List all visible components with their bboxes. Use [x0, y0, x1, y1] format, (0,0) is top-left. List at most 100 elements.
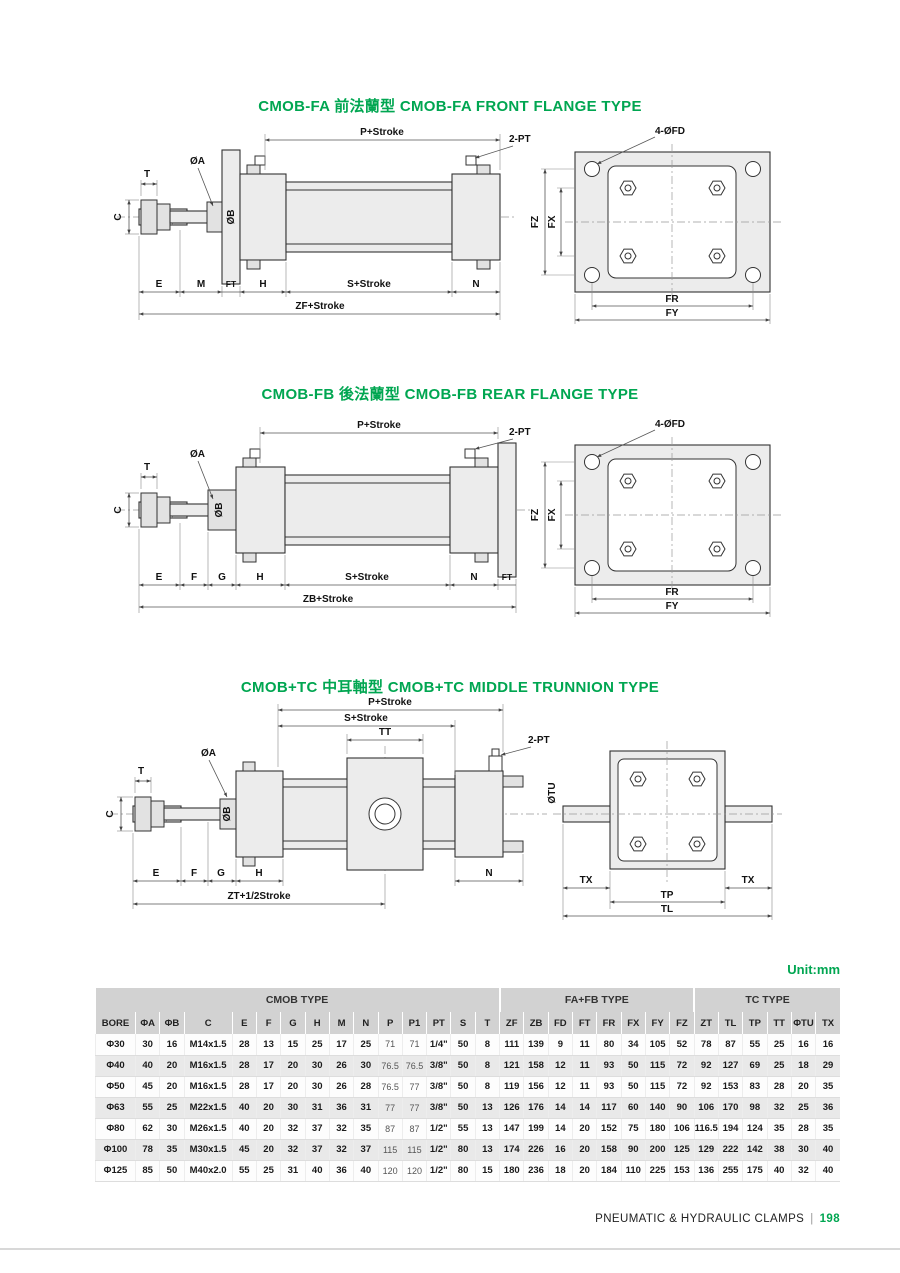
dim-label-m: M	[197, 279, 205, 290]
table-column-header: ZT	[693, 1012, 719, 1034]
value-cell: 126	[499, 1097, 524, 1119]
value-cell: 45	[134, 1076, 160, 1098]
bore-cell: Φ125	[95, 1160, 136, 1182]
value-cell: 32	[280, 1139, 306, 1161]
section-title-fa: CMOB-FA 前法蘭型 CMOB-FA FRONT FLANGE TYPE	[258, 98, 642, 115]
dim-label-p-stroke: P+Stroke	[357, 420, 401, 431]
value-cell: 139	[523, 1034, 549, 1056]
value-cell: 3/8"	[426, 1097, 451, 1119]
value-cell: 26	[328, 1055, 354, 1077]
value-cell: 35	[159, 1139, 185, 1161]
value-cell: 30	[304, 1055, 330, 1077]
value-cell: 80	[450, 1160, 476, 1182]
bore-cell: Φ30	[95, 1034, 136, 1056]
value-cell: 153	[669, 1160, 695, 1182]
rod-nut	[156, 496, 171, 524]
value-cell: 30	[280, 1097, 306, 1119]
value-cell: 38	[766, 1139, 792, 1161]
cylinder-body	[285, 181, 453, 253]
value-cell: 28	[766, 1076, 792, 1098]
value-cell: 76.5	[377, 1076, 403, 1098]
table-column-header: P	[377, 1012, 403, 1034]
table-group-header: FA+FB TYPE	[498, 988, 695, 1012]
table-column-header: BORE	[95, 1012, 136, 1034]
value-cell: 87	[401, 1118, 427, 1140]
value-cell: 31	[304, 1097, 330, 1119]
fb-side-view	[117, 442, 531, 578]
table-column-header: E	[231, 1012, 257, 1034]
dim-label-tt: TT	[379, 727, 391, 738]
value-cell: 20	[790, 1076, 816, 1098]
value-cell: 115	[401, 1139, 427, 1161]
value-cell: 8	[474, 1055, 500, 1077]
dim-label-f: F	[191, 868, 197, 879]
value-cell: 28	[231, 1076, 257, 1098]
table-column-header: PT	[426, 1012, 451, 1034]
value-cell: 17	[255, 1076, 281, 1098]
value-cell: 153	[717, 1076, 743, 1098]
value-cell: 152	[596, 1118, 622, 1140]
value-cell: 115	[644, 1076, 670, 1098]
value-cell: M26x1.5	[183, 1118, 233, 1140]
dim-label-t: T	[144, 462, 150, 473]
value-cell: 40	[815, 1160, 840, 1182]
value-cell: 176	[523, 1097, 549, 1119]
value-cell: 20	[255, 1118, 281, 1140]
value-cell: 40	[766, 1160, 792, 1182]
table-column-header: TP	[742, 1012, 767, 1034]
front-cap	[239, 173, 287, 261]
value-cell: 158	[596, 1139, 622, 1161]
value-cell: 60	[620, 1097, 646, 1119]
table-column-header: ΦTU	[790, 1012, 816, 1034]
value-cell: 175	[742, 1160, 767, 1182]
value-cell: 90	[620, 1139, 646, 1161]
tc-dimensions: P+Stroke S+Stroke TT 2-PT ØA T C ØB	[105, 697, 550, 909]
value-cell: 35	[766, 1118, 792, 1140]
dim-label-ob: ØB	[222, 807, 233, 822]
dim-label-p-stroke: P+Stroke	[368, 697, 412, 708]
footer-separator: |	[810, 1213, 814, 1225]
value-cell: 174	[499, 1139, 524, 1161]
dim-label-s-stroke: S+Stroke	[347, 279, 391, 290]
dim-label-t: T	[138, 766, 144, 777]
value-cell: 62	[134, 1118, 160, 1140]
value-cell: 124	[742, 1118, 767, 1140]
value-cell: 20	[571, 1160, 597, 1182]
value-cell: 13	[474, 1097, 500, 1119]
value-cell: 36	[328, 1160, 354, 1182]
dim-label-fy: FY	[666, 601, 679, 612]
value-cell: 32	[280, 1118, 306, 1140]
value-cell: 69	[742, 1055, 767, 1077]
dim-label-fx: FX	[547, 215, 558, 228]
value-cell: 76.5	[401, 1055, 427, 1077]
value-cell: 13	[474, 1139, 500, 1161]
value-cell: 110	[620, 1160, 646, 1182]
value-cell: 1/2"	[426, 1139, 451, 1161]
table-group-header: TC TYPE	[693, 988, 840, 1012]
value-cell: 17	[328, 1034, 354, 1056]
mount-hole	[745, 161, 761, 177]
rear-cap	[451, 173, 501, 261]
value-cell: 40	[353, 1160, 378, 1182]
cylinder-body	[284, 474, 451, 546]
value-cell: 50	[450, 1055, 476, 1077]
value-cell: 119	[499, 1076, 524, 1098]
dim-label-fz: FZ	[530, 509, 541, 521]
rear-port	[465, 155, 477, 166]
value-cell: 222	[717, 1139, 743, 1161]
value-cell: 129	[693, 1139, 719, 1161]
value-cell: M14x1.5	[183, 1034, 233, 1056]
value-cell: M30x1.5	[183, 1139, 233, 1161]
value-cell: 30	[134, 1034, 160, 1056]
value-cell: 16	[790, 1034, 816, 1056]
value-cell: 1/2"	[426, 1160, 451, 1182]
value-cell: 121	[499, 1055, 524, 1077]
value-cell: 98	[742, 1097, 767, 1119]
footer-page-number: 198	[819, 1213, 840, 1225]
table-column-header: ZB	[523, 1012, 549, 1034]
value-cell: 16	[159, 1034, 185, 1056]
